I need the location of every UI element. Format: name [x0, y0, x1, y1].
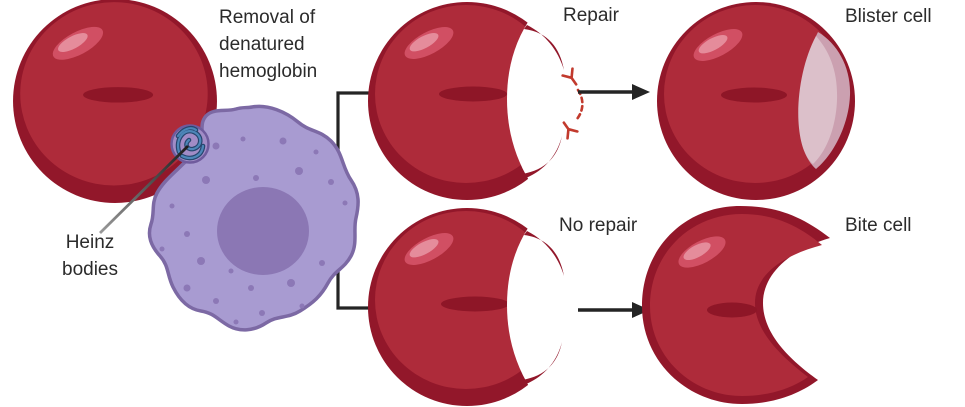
bite-cell [642, 206, 830, 404]
label-blister-cell: Blister cell [845, 6, 932, 27]
red-blood-cell [13, 0, 217, 203]
cell-highlight [52, 26, 104, 60]
bitten-rbc-repair [368, 2, 584, 200]
blister-cell [657, 2, 855, 200]
label-no-repair: No repair [559, 215, 638, 236]
label-bite-cell: Bite cell [845, 215, 912, 236]
bite-opening [507, 228, 570, 388]
label-removal-of-denatured-hemoglobin: Removal of denatured hemoglobin [219, 7, 318, 82]
cell-highlight [404, 27, 454, 59]
heinz-leader-line [99, 145, 189, 234]
heinz-body [170, 124, 210, 164]
arrow-right-icon [578, 84, 650, 100]
label-repair: Repair [563, 5, 619, 26]
cell-highlight [404, 233, 454, 265]
label-heinz-bodies: Heinz bodies [62, 232, 118, 280]
macrophage-granules [159, 136, 348, 325]
cell-highlight [693, 29, 743, 61]
arrow-right-icon [578, 302, 650, 318]
bitten-rbc-no-repair [368, 208, 570, 406]
cell-highlight [678, 236, 726, 268]
blister-region [798, 32, 851, 169]
macrophage-nucleus [217, 187, 309, 275]
bite-opening [507, 22, 570, 182]
macrophage [147, 104, 360, 332]
heinz-strands [175, 125, 206, 161]
